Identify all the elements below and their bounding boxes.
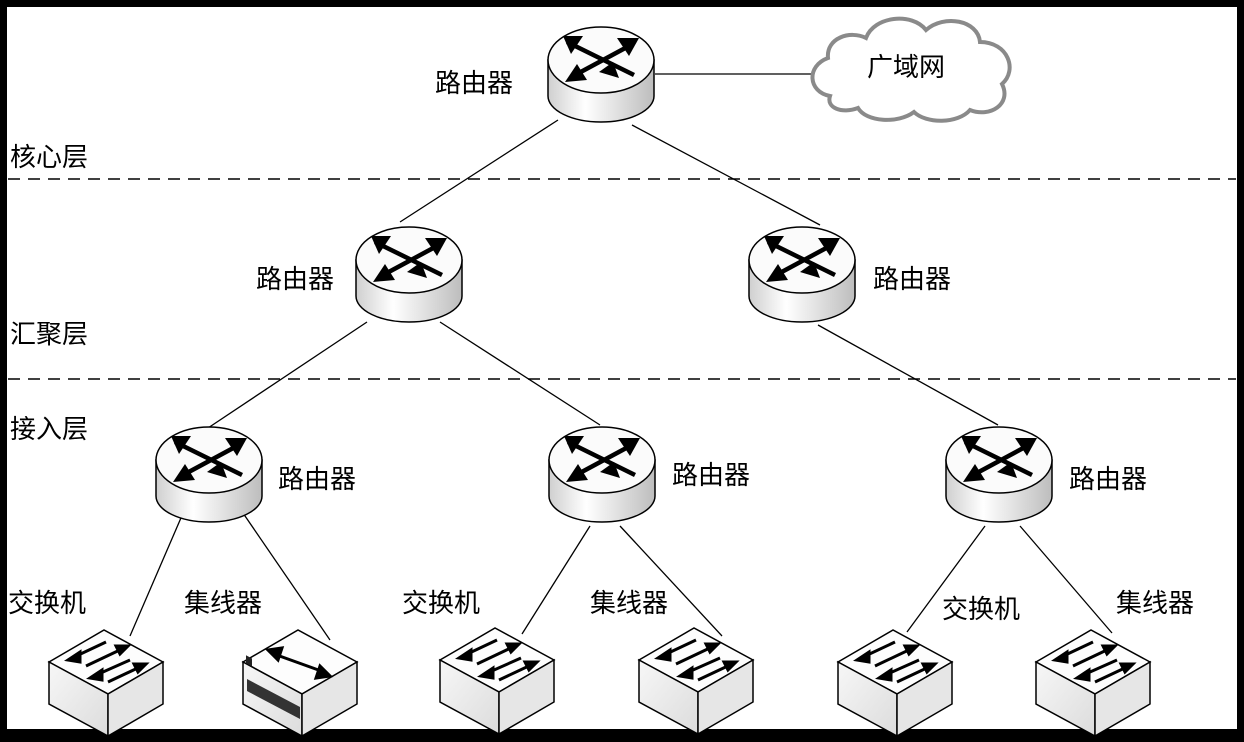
switch-2-label: 交换机 <box>402 589 480 619</box>
wan-cloud: 广域网 <box>810 16 1012 123</box>
switch-3-label: 交换机 <box>942 595 1020 625</box>
wan-label: 广域网 <box>867 53 945 83</box>
link-core-agg-left <box>399 119 559 223</box>
switch-1-label: 交换机 <box>8 589 86 619</box>
link-agg-left-access-1 <box>207 321 368 429</box>
agg-router-left-label: 路由器 <box>256 265 334 295</box>
access-router-3-label: 路由器 <box>1069 465 1147 495</box>
core-layer-label: 核心层 <box>10 143 88 173</box>
hub-1-label: 集线器 <box>184 589 262 619</box>
hub-2-label: 集线器 <box>590 589 668 619</box>
access-layer-label: 接入层 <box>10 415 88 445</box>
diagram-frame <box>5 5 1239 731</box>
core-router-label: 路由器 <box>435 69 513 99</box>
link-access-2-switch-2 <box>521 525 591 635</box>
link-agg-right-access-3 <box>817 324 999 426</box>
agg-router-right-label: 路由器 <box>873 265 951 295</box>
hub-1-ports <box>247 679 300 719</box>
agg-router-right-icon <box>749 227 855 322</box>
access-router-2-label: 路由器 <box>672 461 750 491</box>
core-router-icon <box>548 27 654 122</box>
link-core-agg-right <box>631 124 821 226</box>
hub-3-label: 集线器 <box>1116 589 1194 619</box>
links <box>129 73 1113 641</box>
aggregation-layer-label: 汇聚层 <box>10 320 88 350</box>
link-access-3-switch-3 <box>906 525 986 633</box>
access-router-1-icon <box>156 427 262 522</box>
link-access-1-switch-1 <box>129 496 191 637</box>
agg-router-left-icon <box>356 227 462 322</box>
link-access-1-hub-1 <box>231 496 331 641</box>
link-agg-left-access-2 <box>439 321 601 426</box>
access-router-3-icon <box>946 427 1052 522</box>
access-router-2-icon <box>549 427 655 522</box>
link-access-2-hub-2 <box>619 525 723 637</box>
link-access-3-hub-3 <box>1019 525 1113 634</box>
access-router-1-label: 路由器 <box>278 465 356 495</box>
